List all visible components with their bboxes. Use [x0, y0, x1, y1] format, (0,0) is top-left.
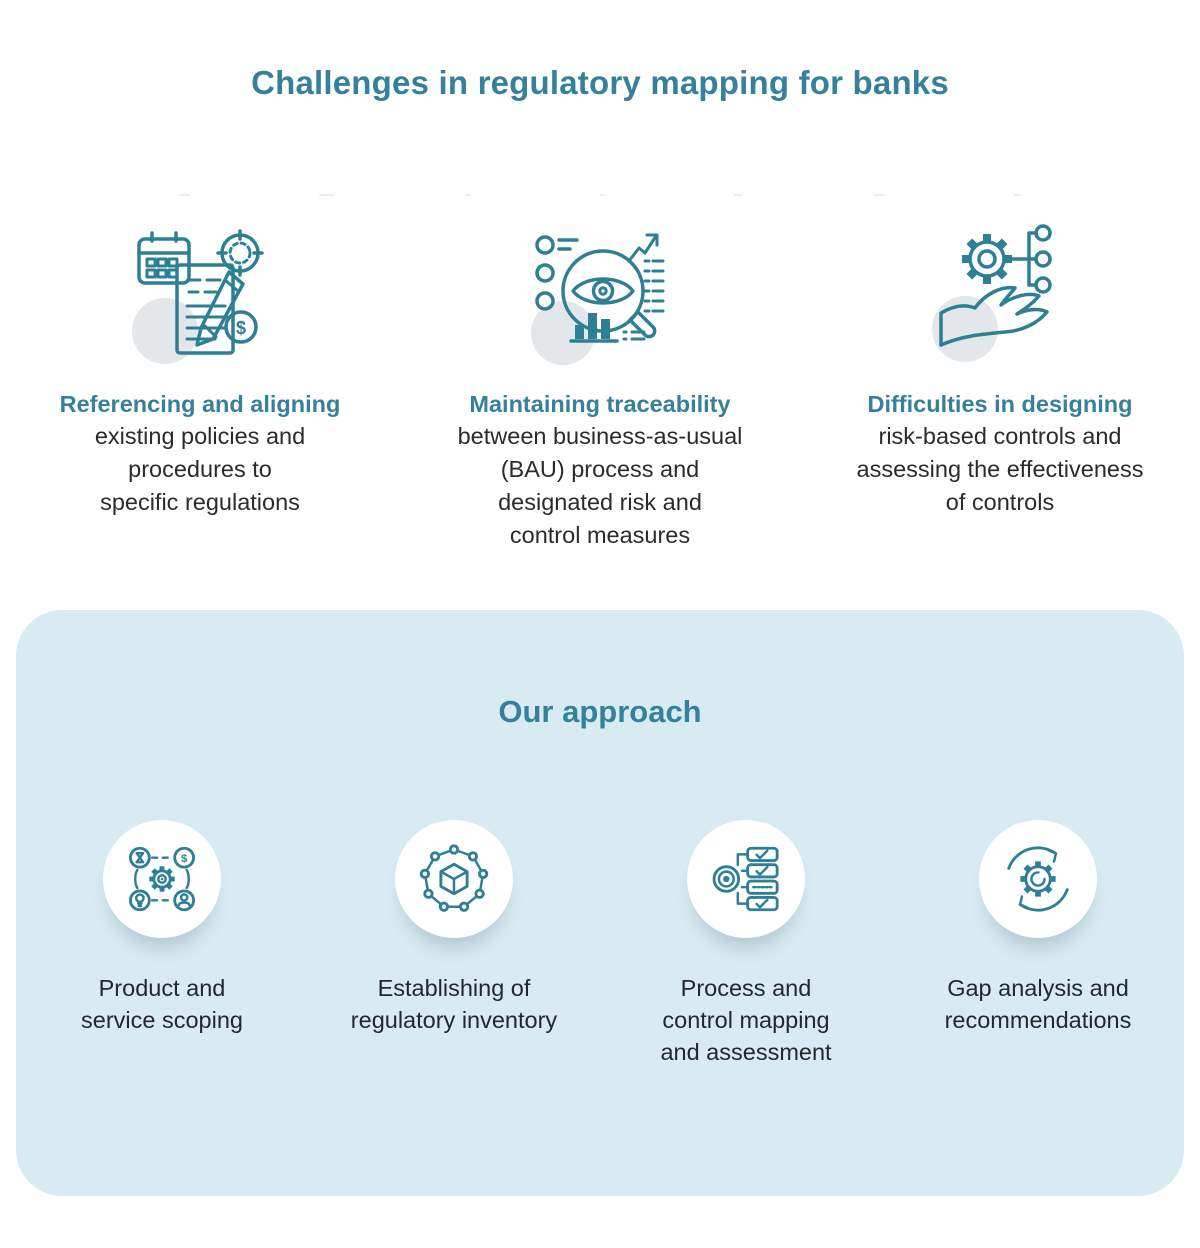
- step-label: Gap analysis and recommendations: [944, 974, 1132, 1033]
- step-bubble: [687, 819, 805, 938]
- challenge-body: risk-based controls and assessing the ef…: [856, 423, 1144, 515]
- svg-text:$: $: [181, 852, 188, 864]
- artifact-dash: [180, 194, 190, 196]
- step-process-control-mapping: Process and control mapping and assessme…: [600, 819, 892, 1069]
- approach-steps: $ Product and service scoping: [16, 819, 1184, 1069]
- approach-title: Our approach: [498, 693, 702, 729]
- challenge-heading: Referencing and aligning: [59, 391, 341, 417]
- gear-cycle-icon: [1007, 846, 1069, 912]
- step-regulatory-inventory: Establishing of regulatory inventory: [308, 819, 600, 1069]
- challenge-icon-wrap: [400, 219, 800, 377]
- target-checklist-icon: [712, 846, 779, 911]
- artifact-dash: [872, 194, 885, 196]
- step-label: Establishing of regulatory inventory: [350, 974, 558, 1033]
- gear-ecosystem-icon: $: [128, 846, 196, 911]
- step-bubble: [979, 819, 1097, 938]
- cropped-text-artifact: [180, 194, 1020, 197]
- artifact-dash: [734, 194, 744, 196]
- step-gap-analysis: Gap analysis and recommendations: [892, 819, 1184, 1069]
- challenge-card-controls: Difficulties in designing risk-based con…: [800, 219, 1200, 552]
- step-label: Product and service scoping: [81, 974, 243, 1033]
- challenge-card-traceability: Maintaining traceability between busines…: [400, 219, 800, 552]
- artifact-dash: [599, 194, 605, 196]
- challenge-icon-wrap: $: [0, 219, 400, 377]
- challenge-heading: Maintaining traceability: [469, 391, 731, 417]
- step-bubble: [395, 819, 513, 938]
- step-bubble: $: [103, 819, 221, 938]
- challenge-card-referencing: $ Referencing and aligning existing poli…: [0, 219, 400, 552]
- challenges-section: $ Referencing and aligning existing poli…: [0, 219, 1200, 552]
- artifact-dash: [319, 194, 336, 196]
- step-label: Process and control mapping and assessme…: [660, 974, 832, 1066]
- document-pencil-calendar-target-icon: $: [132, 229, 264, 364]
- challenge-heading: Difficulties in designing: [867, 391, 1133, 417]
- artifact-dash: [1013, 194, 1020, 196]
- challenge-body: existing policies and procedures to spec…: [94, 423, 306, 515]
- svg-text:$: $: [236, 318, 246, 338]
- page-title: Challenges in regulatory mapping for ban…: [251, 64, 949, 101]
- approach-panel: Our approach: [16, 609, 1184, 1196]
- challenge-icon-wrap: [800, 219, 1200, 377]
- cube-network-icon: [419, 843, 489, 912]
- step-product-service-scoping: $ Product and service scoping: [16, 819, 308, 1069]
- artifact-dash: [464, 194, 471, 196]
- challenge-body: between business-as-usual (BAU) process …: [457, 423, 743, 548]
- magnifier-eye-analytics-icon: [531, 233, 665, 365]
- hand-gear-network-icon: [932, 224, 1052, 362]
